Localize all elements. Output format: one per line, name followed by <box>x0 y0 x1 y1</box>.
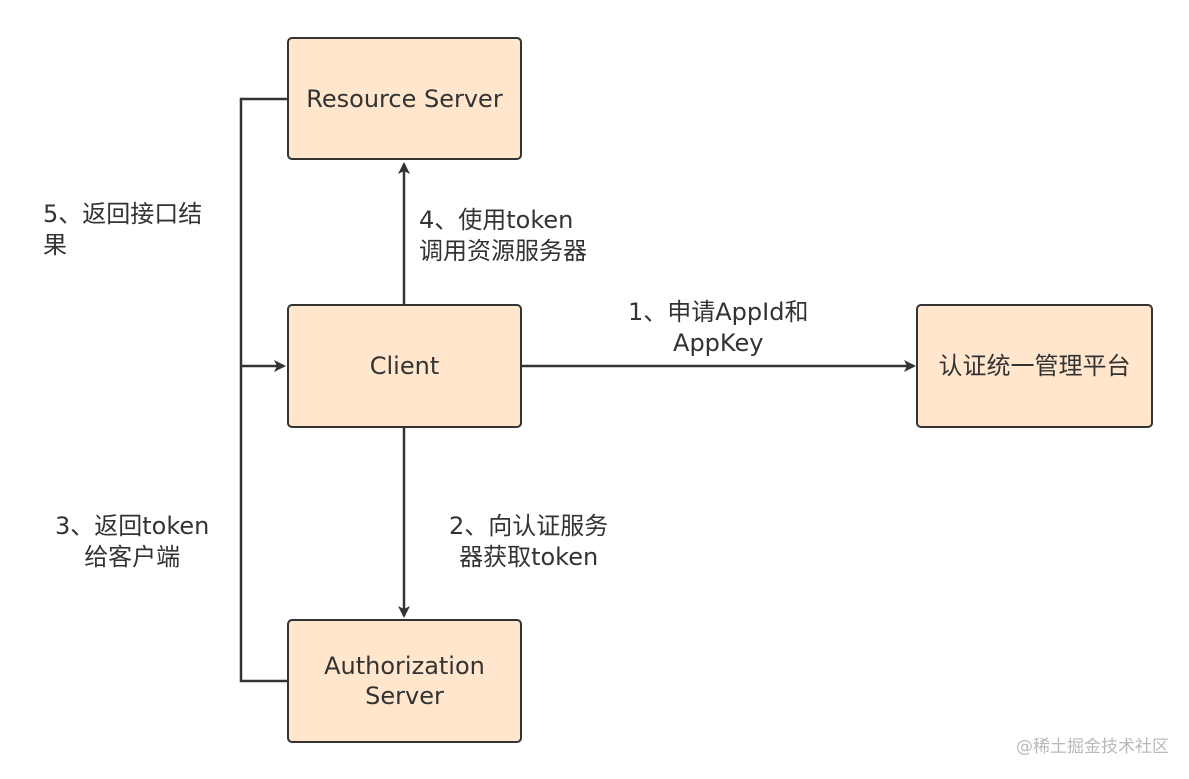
auth-platform-node: 认证统一管理平台 <box>916 304 1153 428</box>
step3-label: 3、返回token 给客户端 <box>55 512 210 571</box>
watermark: @稀土掘金技术社区 <box>1016 737 1169 757</box>
step5-label: 5、返回接口结 果 <box>43 200 203 259</box>
authorization-server-node: Authorization Server <box>287 619 522 743</box>
step2-label: 2、向认证服务 器获取token <box>449 512 609 571</box>
client-node: Client <box>287 304 522 428</box>
step4-label: 4、使用token 调用资源服务器 <box>419 206 587 265</box>
edge-resource-server-return <box>239 97 287 366</box>
resource-server-node: Resource Server <box>287 37 522 160</box>
edge-authorization-server-return <box>239 366 287 683</box>
step1-label: 1、申请AppId和 AppKey <box>628 298 809 357</box>
